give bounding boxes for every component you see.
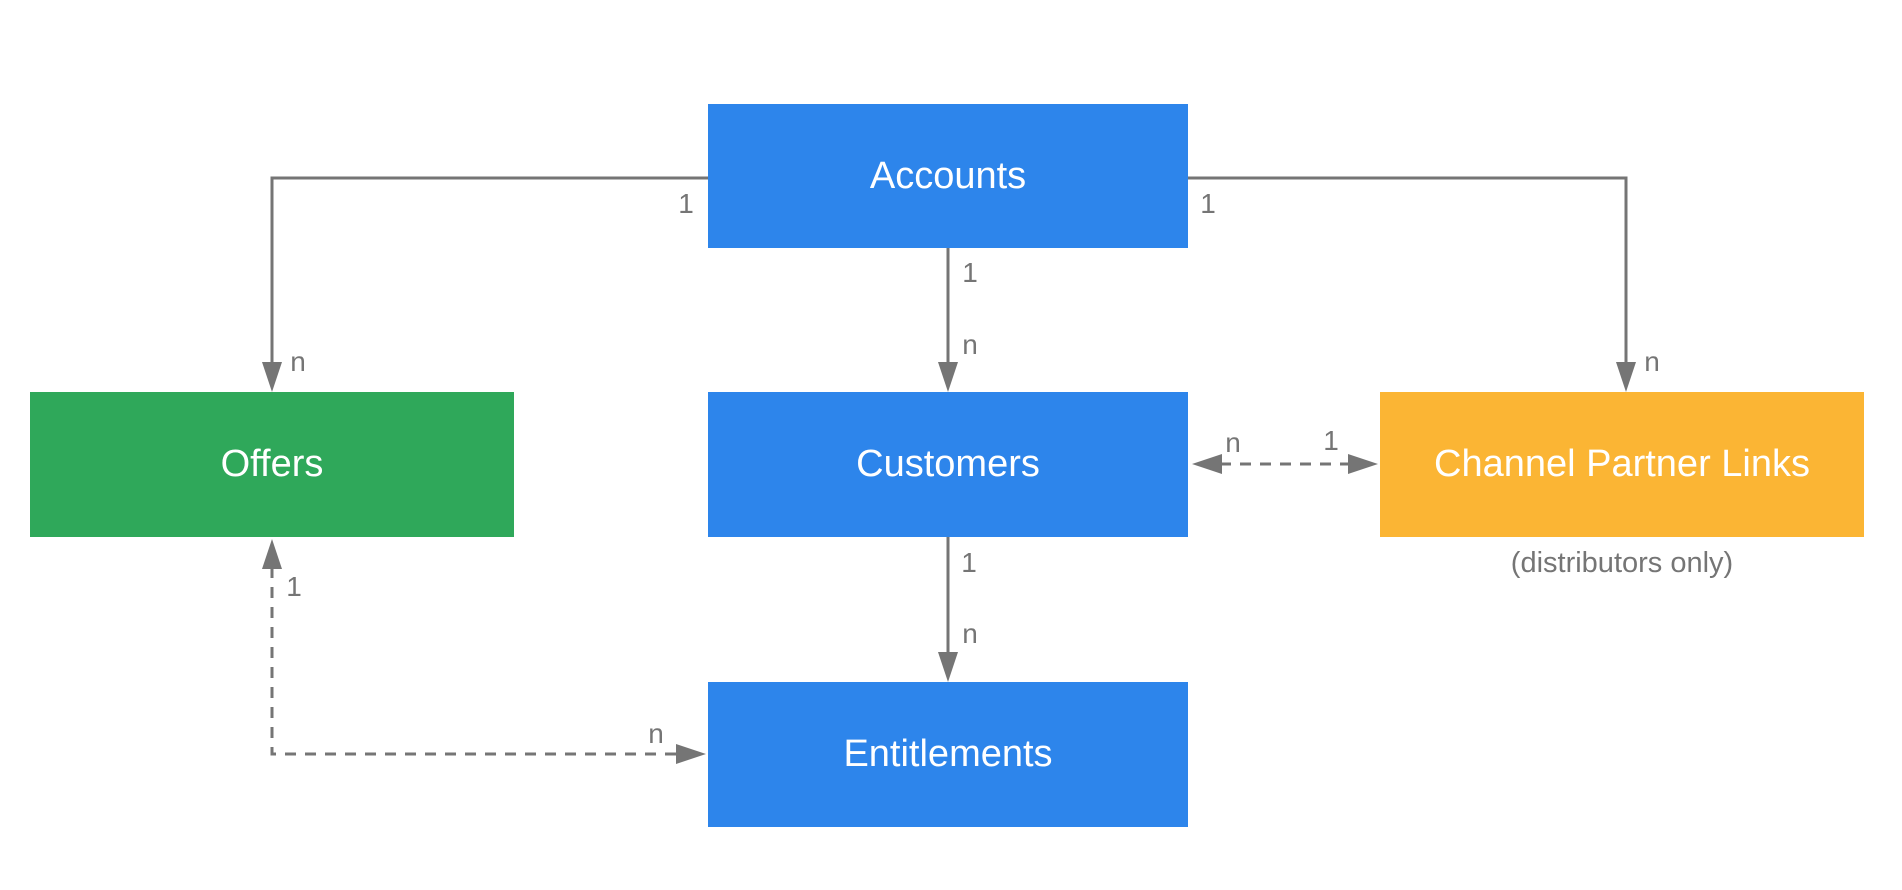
- node-offers-label: Offers: [221, 443, 324, 485]
- node-offers-box: [30, 392, 514, 537]
- node-channel-partner-links-label: Channel Partner Links: [1434, 443, 1810, 485]
- edge-offers-entitlements: [270, 567, 680, 756]
- cardinality-label-customers-entitlements-source: 1: [961, 547, 977, 578]
- cardinality-label-accounts-offers-target: n: [290, 346, 306, 377]
- arrowhead-into-offers-bottom: [262, 539, 282, 569]
- cardinality-label-accounts-cpl-target: n: [1644, 346, 1660, 377]
- cardinality-label-customers-entitlements-target: n: [962, 618, 978, 649]
- node-entitlements-box: [708, 682, 1188, 827]
- cardinality-label-offers-entitlements-near: 1: [286, 571, 302, 602]
- cardinality-label-customers-cpl-near: n: [1225, 427, 1241, 458]
- arrowhead-into-entitlements-top: [938, 652, 958, 682]
- node-accounts-label: Accounts: [870, 155, 1026, 197]
- edge-accounts-channel-partner-links: [1188, 176, 1628, 364]
- arrowhead-into-customers-right: [1192, 454, 1222, 474]
- cardinality-label-accounts-customers-target: n: [962, 329, 978, 360]
- node-accounts-box: [708, 104, 1188, 248]
- node-entitlements-label: Entitlements: [843, 733, 1052, 775]
- edge-accounts-offers: [270, 176, 708, 364]
- cardinality-label-offers-entitlements-far: n: [648, 718, 664, 749]
- arrowhead-into-channel-partner-links-top: [1616, 362, 1636, 392]
- arrowhead-into-customers-top: [938, 362, 958, 392]
- cardinality-label-customers-cpl-far: 1: [1323, 425, 1339, 456]
- cardinality-label-accounts-offers-source: 1: [678, 188, 694, 219]
- arrowhead-into-channel-partner-links-left: [1348, 454, 1378, 474]
- arrowhead-into-entitlements-left: [676, 744, 706, 764]
- node-channel-partner-links-note: (distributors only): [1511, 547, 1733, 579]
- node-channel-partner-links-box: [1380, 392, 1864, 537]
- node-customers-label: Customers: [856, 443, 1040, 485]
- cardinality-label-accounts-customers-source: 1: [962, 257, 978, 288]
- node-customers-box: [708, 392, 1188, 537]
- cardinality-label-accounts-cpl-source: 1: [1200, 188, 1216, 219]
- arrowhead-into-offers-top: [262, 362, 282, 392]
